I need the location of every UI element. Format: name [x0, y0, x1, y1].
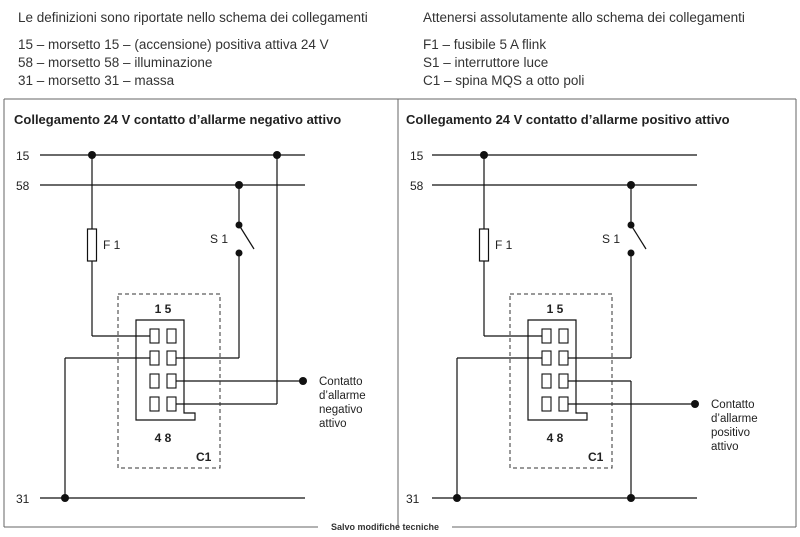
- pin-4: [541, 396, 552, 412]
- pin-5: [166, 328, 177, 344]
- output-label-line-1: Contatto: [711, 399, 754, 411]
- pin-3: [541, 373, 552, 389]
- switch-contact-bottom: [627, 249, 635, 257]
- connector-label: C1: [588, 450, 604, 464]
- pin-8: [558, 396, 569, 412]
- switch-contact-bottom: [235, 249, 243, 257]
- output-label-line-2: d’allarme: [319, 390, 366, 402]
- switch-label: S 1: [602, 232, 620, 246]
- output-label-line-4: attivo: [711, 441, 739, 453]
- output-terminal: [299, 377, 307, 385]
- connector-pins: [149, 328, 177, 412]
- header-left: Le definizioni sono riportate nello sche…: [18, 9, 368, 90]
- output-terminal: [691, 400, 699, 408]
- output-label-line-3: positivo: [711, 427, 750, 439]
- output-label-line-1: Contatto: [319, 376, 362, 388]
- pin-3: [149, 373, 160, 389]
- pin-1: [149, 328, 160, 344]
- legend-s1: S1 – interruttore luce: [423, 55, 549, 70]
- pin-1: [541, 328, 552, 344]
- connector-c1-outline: [509, 293, 613, 469]
- output-label-line-4: attivo: [319, 418, 347, 430]
- diagram-negative: Collegamento 24 V contatto d’allarme neg…: [14, 112, 369, 506]
- pin-2: [149, 350, 160, 366]
- legend-f1: F1 – fusibile 5 A flink: [423, 37, 547, 52]
- connector-housing: [135, 319, 196, 421]
- rail-58-label: 58: [410, 179, 424, 193]
- pins-bottom-label: 4 8: [155, 431, 172, 445]
- rail-31-label: 31: [16, 492, 30, 506]
- fuse-label: F 1: [495, 238, 513, 252]
- definition-31: 31 – morsetto 31 – massa: [18, 73, 175, 88]
- rail-15-label: 15: [16, 149, 30, 163]
- pin-2: [541, 350, 552, 366]
- connector-label: C1: [196, 450, 212, 464]
- switch-s1-lever: [238, 224, 255, 250]
- legend-c1: C1 – spina MQS a otto poli: [423, 73, 585, 88]
- pin-6: [558, 350, 569, 366]
- connector-c1-outline: [117, 293, 221, 469]
- pin-8: [166, 396, 177, 412]
- pin-7: [166, 373, 177, 389]
- pin-6: [166, 350, 177, 366]
- rail-31-label: 31: [406, 492, 420, 506]
- connector-pins: [541, 328, 569, 412]
- fuse-f1-symbol: [86, 228, 98, 262]
- pin-4: [149, 396, 160, 412]
- output-label: Contatto d’allarme negativo attivo: [319, 376, 369, 430]
- pins-top-label: 1 5: [547, 302, 564, 316]
- rail-58-label: 58: [16, 179, 30, 193]
- header-left-intro: Le definizioni sono riportate nello sche…: [18, 10, 368, 25]
- pin-7: [558, 373, 569, 389]
- pins-bottom-label: 4 8: [547, 431, 564, 445]
- definition-58: 58 – morsetto 58 – illuminazione: [18, 55, 213, 70]
- definition-15: 15 – morsetto 15 – (accensione) positiva…: [18, 37, 329, 52]
- connector-housing: [527, 319, 588, 421]
- header-right-intro: Attenersi assolutamente allo schema dei …: [423, 10, 745, 25]
- output-label-line-3: negativo: [319, 404, 362, 416]
- title-positive: Collegamento 24 V contatto d’allarme pos…: [406, 112, 730, 127]
- diagram-positive: Collegamento 24 V contatto d’allarme pos…: [406, 112, 761, 506]
- switch-s1-lever: [630, 224, 647, 250]
- rail-15-label: 15: [410, 149, 424, 163]
- header-right: Attenersi assolutamente allo schema dei …: [423, 9, 745, 90]
- output-label: Contatto d’allarme positivo attivo: [711, 399, 761, 453]
- title-negative: Collegamento 24 V contatto d’allarme neg…: [14, 112, 341, 127]
- switch-label: S 1: [210, 232, 228, 246]
- footer-note: Salvo modifiche tecniche: [331, 522, 439, 532]
- fuse-f1-symbol: [478, 228, 490, 262]
- fuse-label: F 1: [103, 238, 121, 252]
- pin-5: [558, 328, 569, 344]
- pins-top-label: 1 5: [155, 302, 172, 316]
- output-label-line-2: d’allarme: [711, 413, 758, 425]
